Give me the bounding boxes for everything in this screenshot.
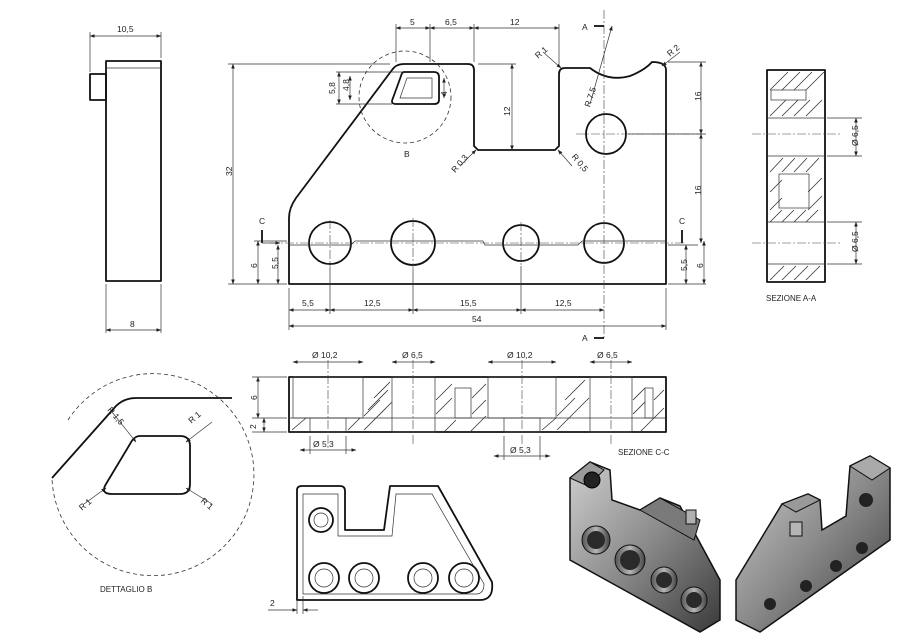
side-view-boss	[89, 73, 107, 101]
detail-b-circle	[358, 50, 452, 144]
dim-cc-dia-5-3a: Ø 5,3	[313, 439, 334, 449]
dim-right-16a: 16	[693, 91, 703, 101]
plan-outer-outline	[296, 485, 494, 601]
dim-cc-dia-5-3b: Ø 5,3	[510, 445, 531, 455]
dim-bottom-12-5b: 12,5	[555, 298, 572, 308]
dim-top-5: 5	[410, 17, 415, 27]
dim-boss-4: 4	[439, 91, 449, 96]
dim-boss-4-8: 4,8	[341, 79, 351, 91]
detail-b-r1-tr: R 1	[186, 409, 203, 425]
dim-top-12: 12	[510, 17, 520, 27]
side-depth-dim: 8	[130, 319, 135, 329]
section-aa-outline	[766, 69, 826, 283]
dim-right-6: 6	[695, 263, 705, 268]
dim-r0-3: R 0,3	[449, 152, 470, 174]
dim-boss-5-8: 5,8	[327, 82, 337, 94]
section-cc-title: SEZIONE C-C	[618, 448, 670, 457]
dim-height-32: 32	[224, 166, 234, 176]
dim-overall-54: 54	[472, 314, 482, 324]
detail-b-callout: B	[404, 149, 410, 159]
side-view: 10,5 8	[89, 24, 162, 333]
dim-right-5-5: 5,5	[679, 259, 689, 271]
dim-cc-6: 6	[249, 395, 259, 400]
dim-slot-12: 12	[502, 106, 512, 116]
dim-cc-dia-10-2a: Ø 10,2	[312, 350, 338, 360]
detail-b-slot	[103, 435, 191, 495]
side-view-body	[105, 60, 162, 282]
dim-aa-dia-2: Ø 6,5	[850, 231, 860, 252]
detail-b-title: DETTAGLIO B	[100, 585, 152, 594]
detail-b: R 1,5 R 1 R 1 R 1 DETTAGLIO B	[51, 373, 255, 594]
dim-bottom-15-5: 15,5	[460, 298, 477, 308]
dim-left-5-5: 5,5	[270, 257, 280, 269]
detail-b-r1-br: R 1	[199, 496, 216, 512]
front-view: B 5 6,5 12 12 5,8 4,8	[224, 10, 706, 343]
section-c-left: C	[259, 216, 265, 226]
dim-aa-dia-1: Ø 6,5	[850, 125, 860, 146]
dim-cc-dia-10-2b: Ø 10,2	[507, 350, 533, 360]
front-boss-slot	[391, 71, 440, 105]
section-a-bottom: A	[582, 333, 588, 343]
dim-cc-2: 2	[248, 424, 258, 429]
front-view-outline	[288, 61, 667, 285]
section-cc-outline	[288, 376, 667, 433]
section-aa-title: SEZIONE A-A	[766, 294, 817, 303]
dim-left-6: 6	[249, 263, 259, 268]
detail-b-boundary	[51, 373, 255, 577]
dim-r2: R 2	[665, 42, 682, 58]
isometric-render-back	[735, 455, 891, 633]
dim-top-6-5: 6,5	[445, 17, 457, 27]
plan-view: 2	[268, 485, 494, 614]
dim-r0-5: R 0,5	[570, 152, 591, 174]
dim-cc-dia-6-5a: Ø 6,5	[402, 350, 423, 360]
section-cc: Ø 10,2 Ø 6,5 Ø 10,2 Ø 6,5 Ø 5,3 Ø 5,3 6 …	[248, 350, 670, 460]
section-aa: Ø 6,5 Ø 6,5 SEZIONE A-A	[752, 69, 862, 303]
dim-cc-dia-6-5b: Ø 6,5	[597, 350, 618, 360]
dim-right-16b: 16	[693, 185, 703, 195]
dim-r1-top: R 1	[533, 44, 550, 60]
section-c-right: C	[679, 216, 685, 226]
section-a-top: A	[582, 22, 588, 32]
detail-b-r1-5: R 1,5	[106, 405, 127, 427]
side-width-dim: 10,5	[117, 24, 134, 34]
plan-dim-2: 2	[270, 598, 275, 608]
dim-bottom-5-5: 5,5	[302, 298, 314, 308]
isometric-render-front	[569, 461, 721, 633]
dim-r7-5: R 7,5	[582, 86, 598, 109]
dim-bottom-12-5a: 12,5	[364, 298, 381, 308]
